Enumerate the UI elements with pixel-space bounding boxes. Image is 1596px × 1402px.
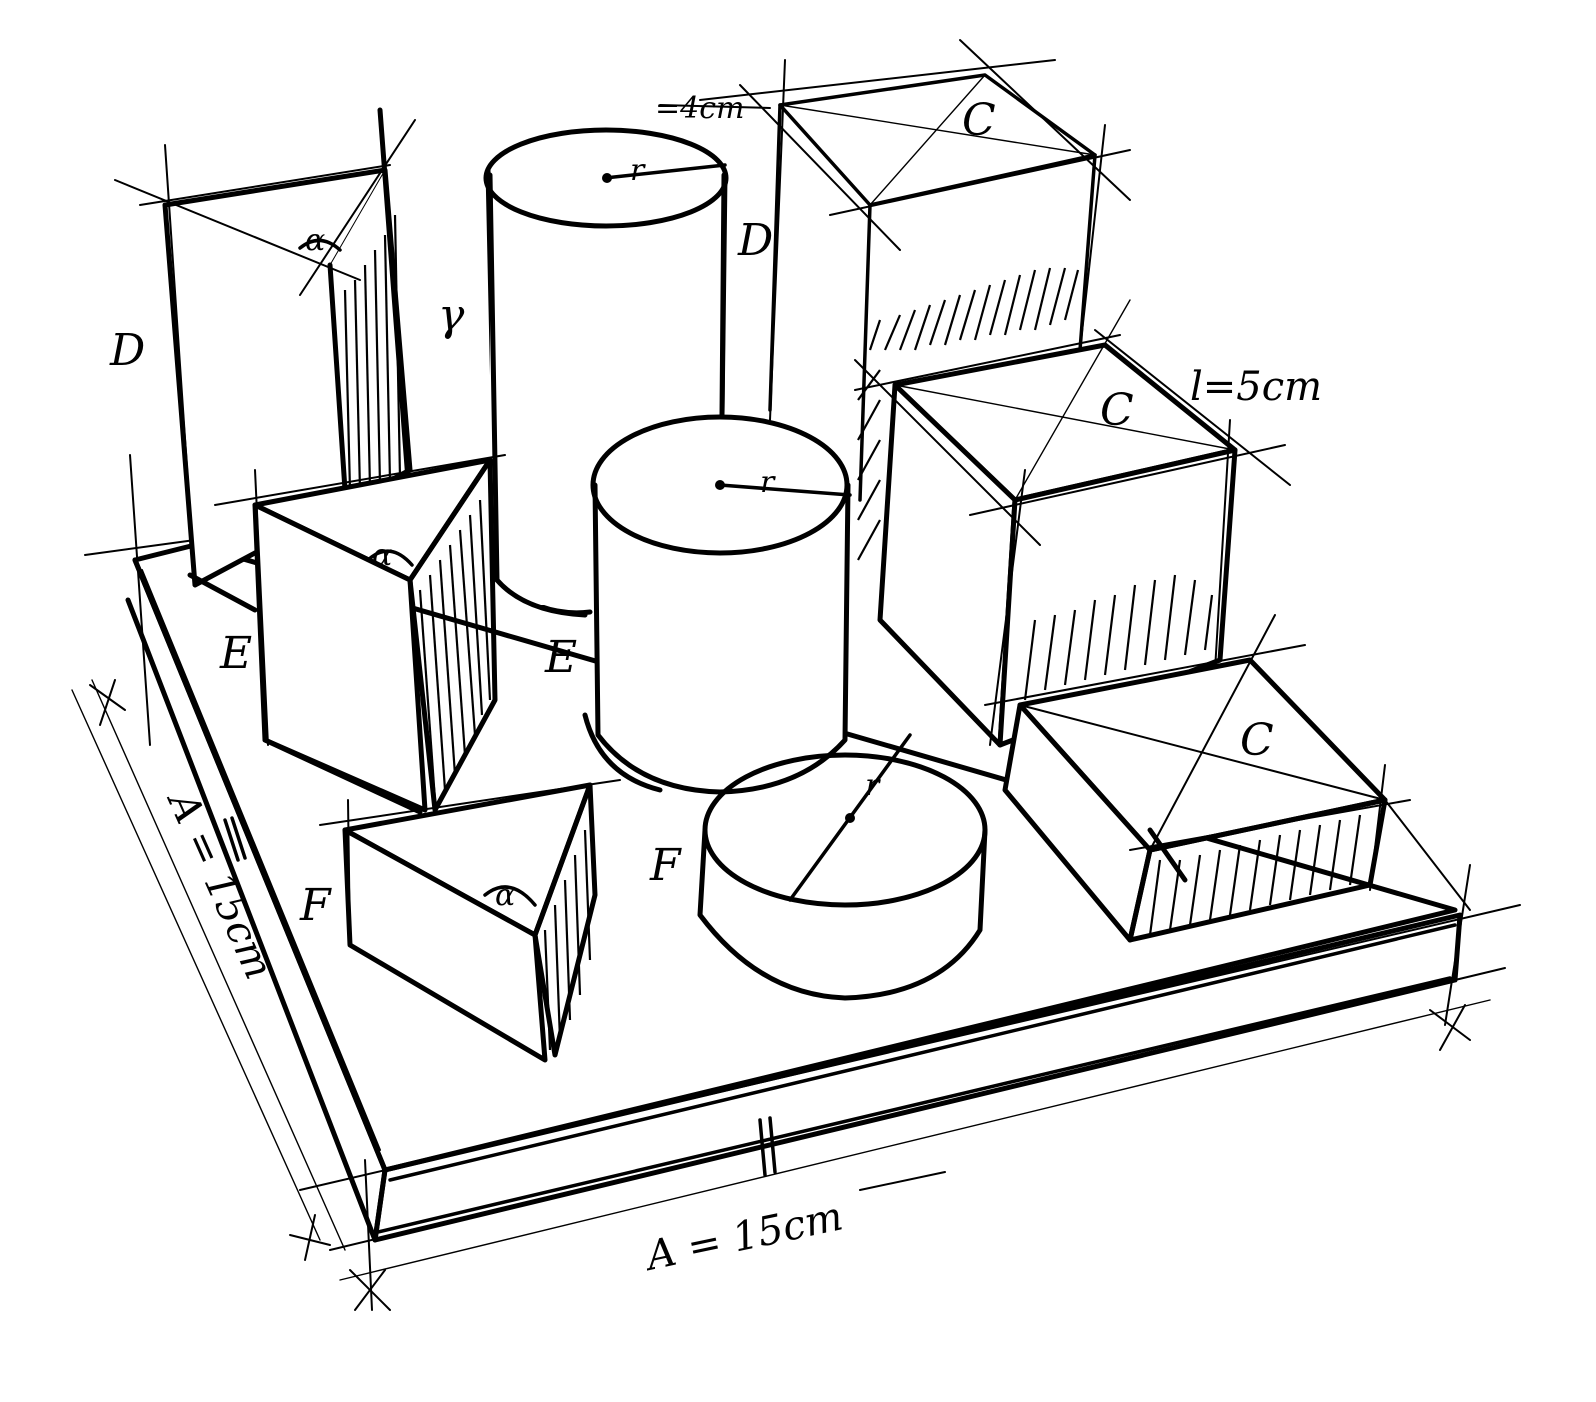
label-base-side-front: A = 15cm: [639, 1193, 847, 1280]
cylinder-middle: [582, 414, 852, 795]
label-radius-r-1: r: [630, 153, 646, 188]
label-prism-mid-e: E: [219, 628, 252, 679]
cylinder-short: [697, 733, 988, 1001]
label-prism-front-f: F: [299, 880, 332, 931]
label-angle-alpha-2: α: [372, 538, 392, 573]
cube-front-short: [984, 614, 1471, 943]
cube-middle: [854, 299, 1291, 748]
triangular-prism-middle: [214, 454, 506, 815]
cast-shadow-hatching: [857, 267, 1080, 561]
label-angle-alpha-3: α: [495, 878, 515, 913]
label-cylinder-mid-e: E: [544, 632, 577, 683]
label-radius-4cm: =4cm: [655, 91, 744, 126]
label-prism-tall-d: D: [109, 325, 145, 376]
label-angle-alpha-1: α: [305, 223, 325, 258]
label-cube-mid-c: C: [1100, 385, 1134, 436]
label-cylinder-short-f: F: [649, 840, 682, 891]
label-cube-back-c: C: [962, 95, 996, 146]
tall-cube-back: [699, 39, 1131, 561]
label-radius-r-2: r: [760, 465, 776, 500]
label-cube-front-c: C: [1240, 715, 1274, 766]
angle-marks: [298, 238, 537, 907]
cube-middle-shadow-hatching: [1023, 574, 1214, 701]
label-gamma: γ: [438, 290, 465, 341]
label-cylinder-tall-d: D: [737, 215, 773, 266]
label-radius-r-3: r: [865, 768, 881, 803]
label-edge-5cm: l=5cm: [1190, 364, 1322, 410]
